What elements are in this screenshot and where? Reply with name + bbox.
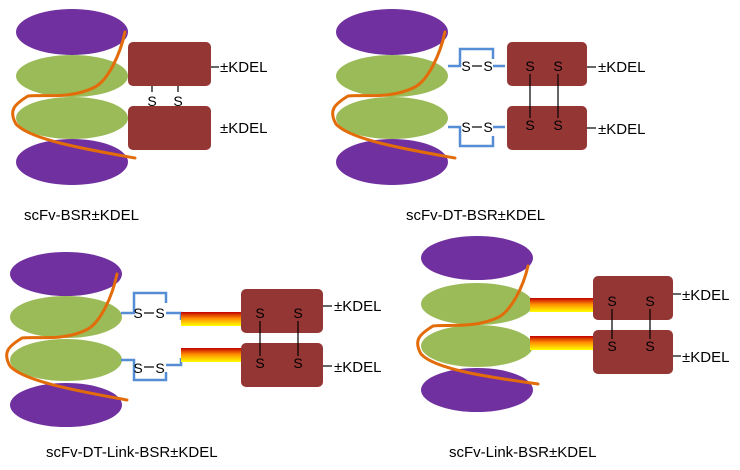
purple-domain-top bbox=[10, 252, 122, 296]
sulfur-label: S bbox=[553, 58, 562, 74]
sulfur-label: S bbox=[461, 58, 470, 74]
sulfur-label: S bbox=[645, 338, 654, 354]
green-domain-upper bbox=[16, 55, 128, 97]
sulfur-label: S bbox=[133, 305, 142, 321]
sulfur-label: S bbox=[147, 93, 156, 109]
caption-scfv-link-bsr: scFv-Link-BSR±KDEL bbox=[449, 444, 596, 461]
purple-domain-bottom bbox=[10, 383, 122, 427]
sulfur-label: S bbox=[483, 58, 492, 74]
sulfur-label: S bbox=[525, 58, 534, 74]
sulfur-label: S bbox=[483, 119, 492, 135]
green-domain-lower bbox=[336, 97, 448, 139]
caption-scfv-dt-bsr: scFv-DT-BSR±KDEL bbox=[406, 207, 545, 224]
sulfur-label: S bbox=[607, 338, 616, 354]
purple-domain-top bbox=[336, 9, 448, 55]
kdel-label-top: ±KDEL bbox=[334, 298, 381, 315]
sulfur-label: S bbox=[553, 117, 562, 133]
caption-scfv-bsr: scFv-BSR±KDEL bbox=[24, 207, 139, 224]
kdel-label-top: ±KDEL bbox=[220, 59, 267, 76]
green-domain-upper bbox=[336, 55, 448, 97]
kdel-label-top: ±KDEL bbox=[598, 59, 645, 76]
sulfur-label: S bbox=[173, 93, 182, 109]
kdel-label-bottom: ±KDEL bbox=[220, 120, 267, 137]
sulfur-label: S bbox=[255, 305, 264, 321]
sulfur-label: S bbox=[155, 360, 164, 376]
bsr-box-top bbox=[593, 276, 673, 320]
panel-scfv-bsr: S S ±KDEL ±KDEL scFv-BSR±KDEL bbox=[11, 9, 267, 224]
scfv-linker-curve bbox=[11, 30, 137, 160]
peptide-link-bar-top bbox=[530, 298, 593, 312]
dt-bracket-top bbox=[448, 47, 505, 68]
sulfur-label: S bbox=[525, 117, 534, 133]
sulfur-label: S bbox=[461, 119, 470, 135]
panel-scfv-link-bsr: S S S S ±KDEL ±KDEL scFv-Link-BSR±KDEL bbox=[416, 236, 729, 461]
green-domain-lower bbox=[16, 97, 128, 139]
panel-scfv-dt-link-bsr: S S S S S S S S ±KDEL ±KDEL scFv-DT-Link… bbox=[5, 252, 381, 461]
peptide-link-bar-bottom bbox=[530, 336, 593, 350]
sulfur-label: S bbox=[293, 355, 302, 371]
purple-domain-top bbox=[16, 9, 128, 55]
panel-scfv-dt-bsr: S S S S S S S S ±KDEL ±KDEL scFv-DT-BSR±… bbox=[331, 9, 645, 224]
scfv-linker-curve bbox=[5, 272, 129, 402]
kdel-label-bottom: ±KDEL bbox=[682, 349, 729, 366]
bsr-box-top bbox=[241, 289, 323, 333]
bsr-box-bottom bbox=[241, 343, 323, 387]
sulfur-label: S bbox=[133, 360, 142, 376]
green-domain-lower bbox=[421, 325, 533, 367]
bsr-box-top bbox=[128, 42, 211, 86]
purple-domain-top bbox=[421, 236, 533, 280]
sulfur-label: S bbox=[607, 293, 616, 309]
bsr-box-top bbox=[507, 42, 587, 86]
bsr-box-bottom bbox=[507, 106, 587, 150]
peptide-link-bar-top bbox=[181, 312, 241, 326]
sulfur-label: S bbox=[255, 355, 264, 371]
kdel-label-bottom: ±KDEL bbox=[598, 121, 645, 138]
sulfur-label: S bbox=[155, 305, 164, 321]
dt-bracket-top bbox=[121, 291, 183, 320]
scfv-linker-curve bbox=[416, 264, 540, 386]
green-domain-upper bbox=[10, 296, 122, 338]
bsr-box-bottom bbox=[128, 106, 211, 150]
kdel-label-bottom: ±KDEL bbox=[334, 359, 381, 376]
scfv-linker-curve bbox=[331, 30, 457, 160]
dt-bracket-bottom bbox=[448, 125, 505, 148]
sulfur-label: S bbox=[645, 293, 654, 309]
green-domain-upper bbox=[421, 283, 533, 325]
sulfur-label: S bbox=[293, 305, 302, 321]
bsr-box-bottom bbox=[593, 330, 673, 374]
green-domain-lower bbox=[10, 339, 122, 381]
peptide-link-bar-bottom bbox=[181, 348, 241, 362]
caption-scfv-dt-link-bsr: scFv-DT-Link-BSR±KDEL bbox=[46, 444, 218, 461]
kdel-label-top: ±KDEL bbox=[682, 287, 729, 304]
dt-bracket-bottom bbox=[121, 358, 183, 382]
